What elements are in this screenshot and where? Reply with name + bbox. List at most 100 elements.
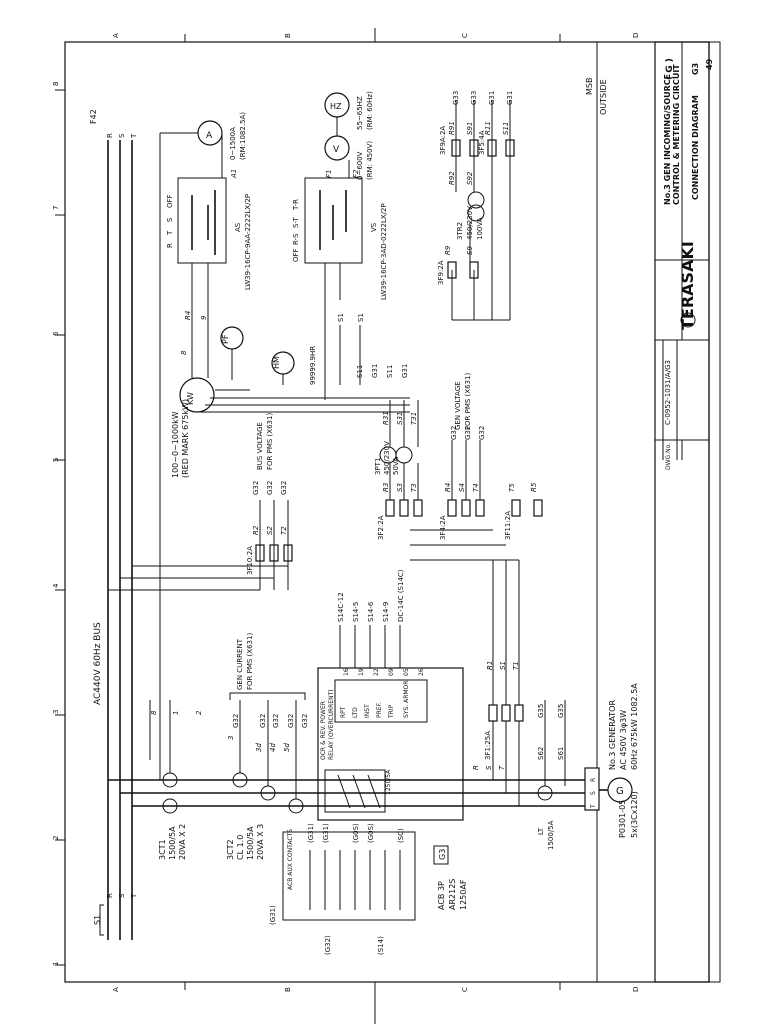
kw-range: 100~0~1000kW (RED MARK 675kW) (171, 399, 190, 478)
gen-current-bracket (229, 692, 306, 700)
main-wire: T1 (512, 661, 520, 670)
pt-in: T3 (410, 483, 418, 492)
title-line-1: No.3 GEN INCOMING/SOURCE (663, 74, 672, 205)
f10-label: 3F10:2A (246, 546, 254, 575)
gen-voltage-sub: FOR PMS (X631) (464, 373, 472, 430)
relay-item: PREF. (376, 702, 383, 718)
bus-phase: R (106, 893, 114, 898)
generator-line-2: AC 450V 3φ3W (619, 710, 628, 770)
pt-labels: 3F2:2A 3F4:2A 3F11:2A 3PT1 450/230V 50VA… (374, 373, 512, 540)
bus-wire: R2 (252, 525, 260, 535)
bus-out: G32 (266, 481, 274, 495)
tr2-title: 3TR2 (456, 222, 464, 240)
relay-num: 09 (388, 668, 395, 676)
kw-out: G31 (371, 364, 379, 378)
outer-border (64, 41, 721, 983)
pms-in: S4 (458, 483, 466, 492)
vs-label: VS (370, 222, 378, 232)
relay-item: SYS. ARMOR (403, 681, 410, 718)
vs-position: T-R (292, 199, 300, 211)
main-wire: R1 (486, 661, 494, 670)
pms-out: G32 (464, 426, 472, 440)
ct2-title: 3CT2 (226, 839, 235, 860)
aux-tag: (G31) (307, 823, 315, 843)
acb-rating: 1250AF (459, 879, 468, 910)
column-number: 2 (52, 836, 60, 840)
kw-out: S11 (356, 365, 364, 378)
lt-out: G35 (557, 704, 565, 718)
generator-symbol: G (616, 786, 624, 797)
acb-poles (337, 774, 381, 809)
relay-output: S14C-12 (337, 592, 345, 622)
bus-num: 1 (172, 711, 180, 715)
meter-wire: R4 (184, 311, 192, 320)
ct-group (162, 700, 566, 814)
ct-out-tags: G32 G32 G32 G32 G32 (232, 714, 309, 728)
row-letter: A (112, 987, 120, 992)
gen-voltage: GEN VOLTAGE (454, 381, 462, 430)
ct2-burden: 20VA X 3 (256, 824, 265, 860)
column-number: 3 (52, 710, 60, 714)
ct2-label: 3CT2 CL 1.0 1500/5A 20VA X 3 (226, 824, 265, 860)
as-position: R (166, 243, 174, 248)
pt1-rating: 50VA (392, 457, 400, 475)
bus-voltage-sub: FOR PMS (X631) (266, 413, 274, 470)
terminal-label: R (590, 778, 597, 782)
column-number: 4 (52, 583, 60, 588)
column-number: 6 (52, 331, 60, 336)
gen-current: GEN CURRENT (236, 638, 244, 690)
meter-ranges: 0~600V (RM: 450V) 55~65HZ (RM: 60Hz) (356, 91, 374, 180)
pms-out-tags: G32 G32 G32 (450, 426, 486, 440)
relay-output: S14-9 (382, 602, 390, 622)
tr-wire: S9 (466, 246, 474, 255)
acb-aux-groups: (G31) (G32) (S14) (G31) (G31) (G0S) (G0S… (269, 823, 405, 955)
ct-out: G32 (232, 714, 240, 728)
title-block-content: No.3 GEN INCOMING/SOURCE CONTROL & METER… (655, 42, 714, 470)
fuse-box-label: F42 (89, 109, 98, 124)
f2-label: 3F2:2A (377, 515, 385, 540)
terminal-label: S (590, 791, 597, 795)
acb-label-box (433, 845, 449, 865)
tr-wire: R9 (444, 245, 452, 255)
gen-line-tags: R S T (472, 765, 506, 770)
sheet-number: G3 (691, 63, 700, 75)
row-letter: B (284, 33, 292, 38)
gen-line: T (498, 765, 506, 770)
bus-voltage: BUS VOLTAGE FOR PMS (X631) G32 G32 G32 (252, 413, 288, 495)
voltmeter-red-mark: (RM: 450V) (366, 141, 374, 180)
ct2-class: CL 1.0 (236, 835, 245, 860)
tr2-ratio: 450/230V (466, 206, 474, 240)
generator-terminal-block (584, 767, 600, 811)
relay-num: 16 (343, 668, 350, 676)
main-wire: S1 (499, 661, 507, 670)
gen-current-label: GEN CURRENT FOR PMS (X631) (236, 633, 254, 690)
ct1-title: 3CT1 (158, 839, 167, 860)
relay-num: 26 (418, 668, 425, 676)
meter-wire: 8 (180, 350, 188, 355)
pt-fuse-block (379, 400, 543, 561)
f11-label: 3F11:2A (504, 511, 512, 540)
ct-out: G32 (259, 714, 267, 728)
terminal-label: T (590, 804, 597, 809)
freq-red-mark: (RM: 60Hz) (366, 91, 374, 130)
acb-aux-title: ACB AUX CONTACTS (287, 829, 294, 890)
tr-wire: R91 (448, 121, 456, 135)
gen-line: R (472, 765, 480, 770)
column-numbers: 8 7 6 5 4 3 2 1 (52, 82, 60, 966)
relay-item: RPT (340, 706, 347, 718)
hour-meter-symbol: HM (272, 356, 281, 369)
bus-label: AC440V 60Hz BUS (93, 622, 103, 705)
lt-wire-tags: S62 S61 G35 G35 (537, 704, 565, 760)
company-logo: TERASAKI (678, 241, 697, 330)
page-number: 49 (705, 58, 714, 70)
drawing-title: CONNECTION DIAGRAM (691, 95, 700, 200)
frequency-meter-symbol: HZ (330, 102, 342, 111)
ct-out: G32 (287, 714, 295, 728)
column-number: 5 (52, 458, 60, 462)
bus-wire-tags: R2 S2 T2 (252, 525, 288, 535)
pt-out: T31 (410, 412, 418, 425)
voltmeter-symbol: V (333, 145, 340, 155)
f9a-label: 3F9A:2A (439, 126, 447, 155)
relay-subtitle: RELAY (OVERCURRENT) (328, 689, 335, 760)
